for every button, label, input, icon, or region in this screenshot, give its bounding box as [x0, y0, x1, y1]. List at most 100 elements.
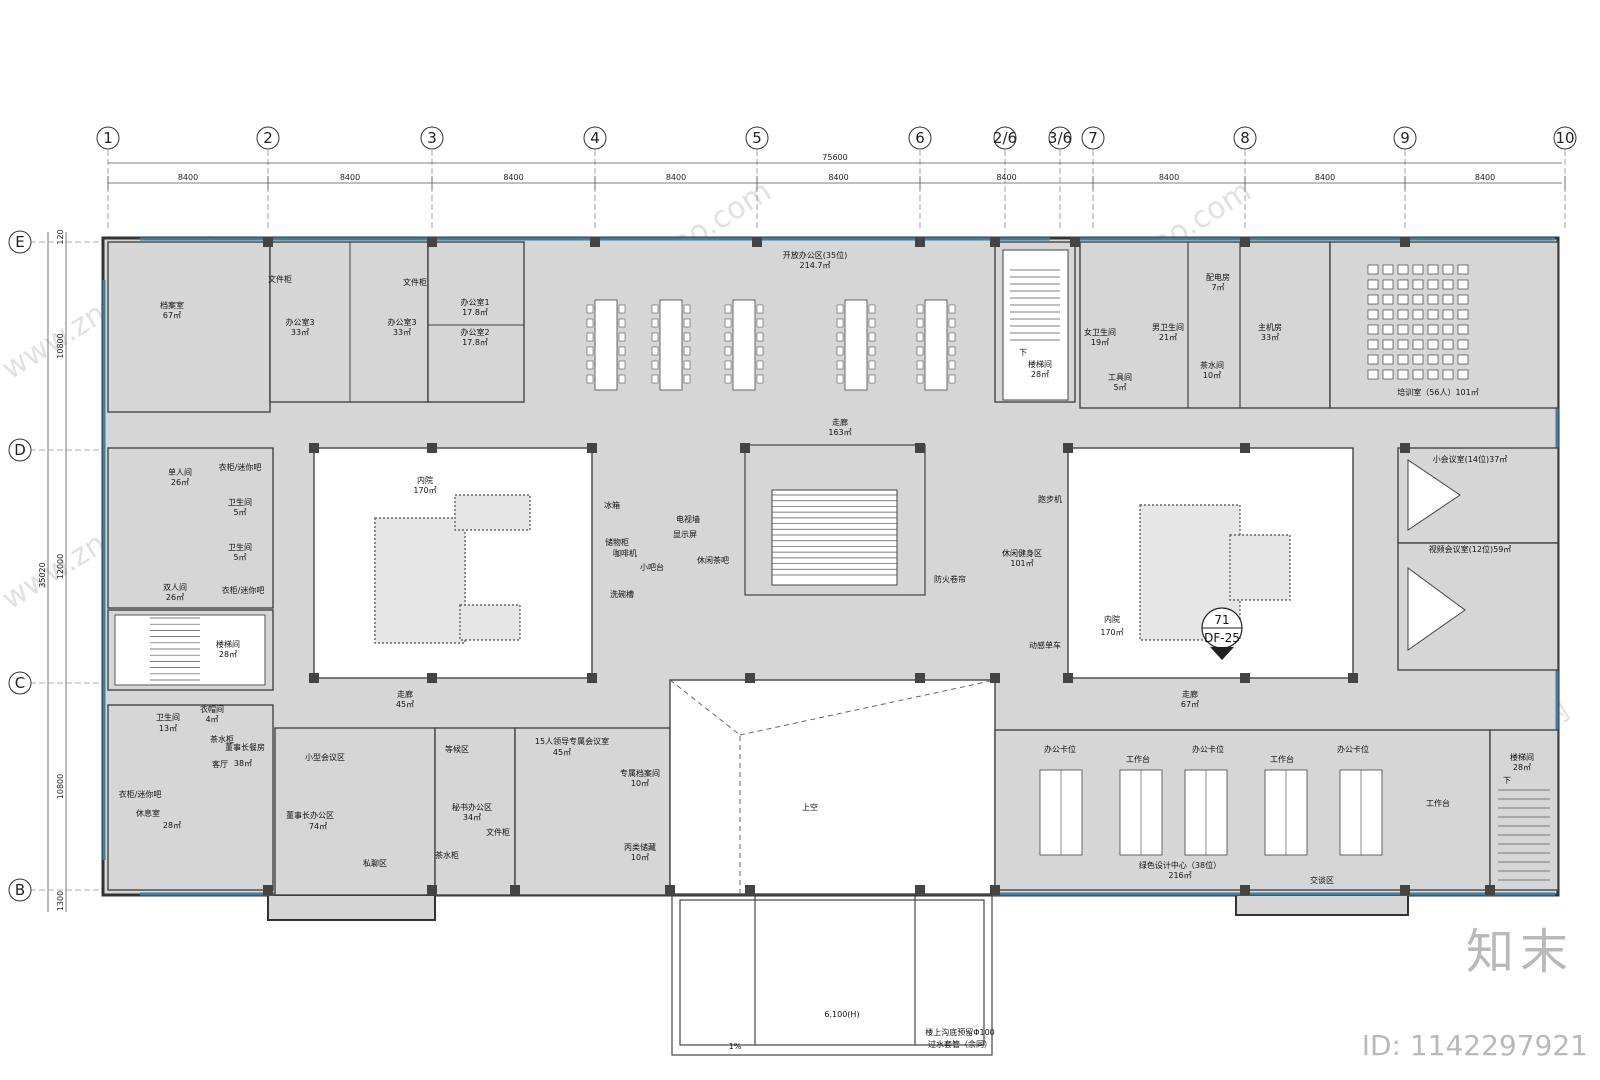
- room-label-fridge: 冰箱: [604, 500, 620, 510]
- room-label-cloak-area: 4㎡: [205, 715, 218, 724]
- room-label-exchange: 交谈区: [1310, 875, 1334, 885]
- room-label-court2: 内院: [1104, 614, 1120, 624]
- room-label-chair-office: 董事长办公区: [286, 810, 334, 820]
- room-label-bar: 小吧台: [640, 562, 664, 572]
- room-label-coffee: 咖啡机: [613, 548, 637, 558]
- room-label-stair2-area: 28㎡: [1513, 763, 1531, 772]
- room-label-tool-area: 5㎡: [1113, 383, 1126, 392]
- room-label-leader-meeting: 15人领导专属会议室: [535, 736, 609, 746]
- column: [1070, 237, 1080, 247]
- column: [1400, 443, 1410, 453]
- room-label-void: 上空: [802, 802, 818, 812]
- training-room-seats: [1367, 264, 1469, 380]
- bottom-canopy: [671, 894, 993, 1056]
- bay-dimension: 8400: [1159, 173, 1179, 182]
- left-dimension: 12000: [56, 554, 65, 579]
- row-axis-bubble: [8, 438, 32, 462]
- room-label-office3b: 办公室3: [387, 317, 416, 327]
- axis-bubble: [256, 126, 280, 150]
- room-label-corridor-right-area: 67㎡: [1181, 700, 1199, 709]
- room-label-workbench1: 工作台: [1126, 754, 1150, 764]
- column: [309, 443, 319, 453]
- room-label-open-office: 开放办公区(35位): [783, 250, 847, 260]
- room-label-wardrobe2: 衣柜/迷你吧: [222, 585, 265, 595]
- left-total-dimension: 35020: [38, 562, 47, 587]
- design-center: [994, 729, 1559, 891]
- column: [1485, 885, 1495, 895]
- bay-dimension: 8400: [503, 173, 523, 182]
- left-dimension: 10800: [56, 774, 65, 799]
- bay-dimension: 8400: [996, 173, 1016, 182]
- room-label-storage-cab: 储物柜: [605, 537, 629, 547]
- room-label-workbench3: 工作台: [1426, 798, 1450, 808]
- row-axis-bubble: [8, 878, 32, 902]
- room-label-wc-b-area: 5㎡: [233, 553, 246, 562]
- room-label-secretary: 秘书办公区: [452, 802, 492, 812]
- column: [510, 885, 520, 895]
- column: [752, 237, 762, 247]
- room-label-office2: 办公室2: [460, 327, 489, 337]
- room-label-private-talk: 私聊区: [363, 859, 387, 868]
- room-label-design-center: 绿色设计中心（38位）: [1139, 860, 1221, 870]
- column: [309, 673, 319, 683]
- room-label-treadmill: 跑步机: [1038, 494, 1062, 504]
- room-label-office1-area: 17.8㎡: [462, 308, 488, 317]
- room-label-pantry: 茶水间: [1200, 360, 1224, 370]
- room-label-living: 客厅: [212, 759, 228, 769]
- axis-label: 2: [263, 129, 273, 147]
- room-label-wardrobe1: 衣柜/迷你吧: [219, 462, 262, 472]
- column: [263, 237, 273, 247]
- row-axis-bubble: [8, 671, 32, 695]
- room-label-small-meeting: 小会议室(14位)37㎡: [1433, 454, 1508, 464]
- room-label-slope: 1%: [729, 1042, 742, 1051]
- column: [427, 443, 437, 453]
- room-label-chair-dining: 董事长餐房: [225, 742, 265, 752]
- column: [590, 237, 600, 247]
- left-dimensions: [47, 232, 67, 912]
- room-label-level-note: 6.100(H): [824, 1010, 859, 1019]
- column: [587, 443, 597, 453]
- room-label-corridor-mid-area: 45㎡: [396, 700, 414, 709]
- room-labels: 档案室67㎡文件柜办公室333㎡文件柜办公室333㎡办公室117.8㎡办公室21…: [119, 250, 1534, 1051]
- room-label-archive2-area: 10㎡: [631, 779, 649, 788]
- bay-dimension: 8400: [828, 173, 848, 182]
- column: [740, 443, 750, 453]
- room-label-note2: 过水套管（余同）: [928, 1039, 992, 1049]
- column: [1240, 443, 1250, 453]
- column: [915, 673, 925, 683]
- room-label-pantry-area: 10㎡: [1203, 371, 1221, 380]
- axis-label: 10: [1555, 129, 1574, 147]
- room-label-chair-dining-area: 38㎡: [234, 759, 252, 768]
- row-axis-label: D: [14, 441, 26, 459]
- column: [263, 885, 273, 895]
- axis-label: 3: [427, 129, 437, 147]
- room-label-court1-area: 170㎡: [413, 486, 436, 495]
- axis-bubble: [1081, 126, 1105, 150]
- open-office-desks: [586, 299, 956, 391]
- room-label-wc-b: 卫生间: [228, 542, 252, 552]
- room-label-corridor-right: 走廊: [1182, 689, 1198, 699]
- column: [745, 673, 755, 683]
- axis-label: 3/6: [1048, 129, 1072, 147]
- room-label-single: 单人间: [168, 467, 192, 477]
- bay-dimension: 8400: [340, 173, 360, 182]
- room-label-server-area: 33㎡: [1261, 333, 1279, 342]
- column: [1240, 885, 1250, 895]
- room-label-office3a-area: 33㎡: [291, 328, 309, 337]
- marker-top: 71: [1214, 613, 1229, 627]
- stair-right-treads: [1498, 789, 1550, 881]
- column: [1348, 673, 1358, 683]
- column: [1400, 885, 1410, 895]
- column: [1400, 237, 1410, 247]
- room-label-gym-area: 101㎡: [1010, 559, 1033, 568]
- room-label-office-seat1: 办公卡位: [1044, 744, 1076, 754]
- stair-left-treads: [150, 617, 200, 681]
- axis-label: 1: [103, 129, 113, 147]
- room-label-wc-c-area: 13㎡: [159, 724, 177, 733]
- room-label-tool: 工具间: [1108, 373, 1132, 382]
- axis-bubble: [583, 126, 607, 150]
- column: [990, 673, 1000, 683]
- room-label-court1: 内院: [417, 475, 433, 485]
- room-label-training: 培训室（56人）101㎡: [1397, 387, 1478, 397]
